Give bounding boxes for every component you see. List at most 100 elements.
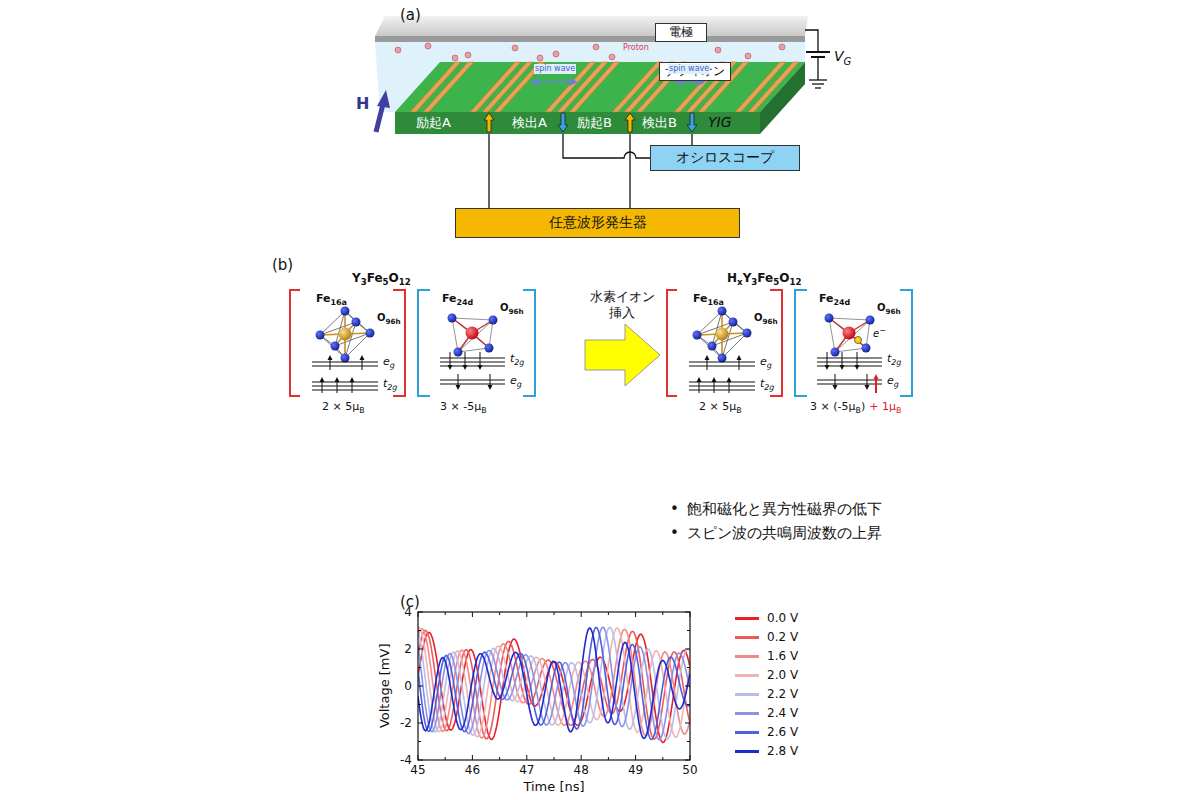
label-text: V bbox=[834, 48, 844, 64]
label-text: 96h bbox=[886, 307, 901, 316]
labeled-box: オシロスコープ bbox=[650, 145, 800, 171]
text-label: 50 bbox=[682, 763, 697, 777]
label-text: 16a bbox=[331, 298, 347, 307]
label-text: 45 bbox=[410, 763, 425, 777]
text-label: eg bbox=[510, 374, 522, 390]
text-label: t2g bbox=[510, 352, 524, 368]
legend-row: 2.8 V bbox=[735, 744, 798, 758]
legend-text: 2.0 V bbox=[767, 668, 798, 682]
label-text: t bbox=[887, 352, 891, 365]
legend-swatch bbox=[735, 693, 759, 696]
label-text: B bbox=[896, 406, 901, 415]
antenna-stripe bbox=[569, 62, 620, 112]
text-label: 2 × 5μB bbox=[322, 400, 365, 416]
proton-dot bbox=[745, 53, 751, 59]
label-text: 49 bbox=[628, 763, 643, 777]
text-label: 励起B bbox=[577, 115, 612, 131]
label-text: Y bbox=[352, 271, 361, 285]
label-text: Fe bbox=[757, 271, 773, 285]
port-arrows bbox=[484, 113, 697, 132]
text-label: t2g bbox=[760, 377, 774, 393]
label-text: x bbox=[737, 277, 743, 287]
label-text: g bbox=[390, 361, 395, 370]
legend-row: 0.2 V bbox=[735, 630, 798, 644]
label-text: Fe bbox=[367, 271, 383, 285]
label-text: O bbox=[377, 312, 386, 323]
label-text: 飽和磁化と異方性磁界の低下 bbox=[687, 500, 882, 518]
label-text: t bbox=[510, 352, 514, 365]
label-text: 12 bbox=[399, 277, 411, 287]
legend-row: 1.6 V bbox=[735, 649, 798, 663]
legend-swatch bbox=[735, 655, 759, 658]
label-text: (a) bbox=[400, 6, 421, 24]
text-label: t2g bbox=[887, 352, 901, 368]
protons bbox=[395, 43, 785, 61]
labeled-box: 電極 bbox=[655, 23, 707, 42]
label-text: 2g bbox=[764, 383, 774, 392]
text-label: (a) bbox=[400, 6, 421, 24]
label-text: 96h bbox=[509, 307, 524, 316]
text-label: Fe24d bbox=[442, 292, 473, 308]
label-text: 12 bbox=[789, 277, 801, 287]
label-text: B bbox=[736, 406, 741, 415]
label-text: • bbox=[670, 500, 679, 518]
antenna-stripe bbox=[748, 62, 799, 112]
legend-text: 0.2 V bbox=[767, 630, 798, 644]
label-text: spin wave bbox=[669, 64, 709, 73]
legend-swatch bbox=[735, 674, 759, 677]
label-text: 24d bbox=[457, 298, 474, 307]
label-text: 励起A bbox=[416, 115, 451, 130]
text-label: O96h bbox=[754, 312, 778, 327]
label-text: -2 bbox=[400, 716, 412, 730]
label-text: O bbox=[389, 271, 399, 285]
label-text: g bbox=[894, 380, 899, 389]
label-text: g bbox=[767, 361, 772, 370]
legend-swatch bbox=[735, 750, 759, 753]
proton-dot bbox=[609, 54, 615, 60]
text-label: t2g bbox=[383, 377, 397, 393]
text-label: eg bbox=[887, 374, 899, 390]
label-text: 46 bbox=[465, 763, 480, 777]
label-text: e bbox=[887, 374, 894, 387]
text-label: 3 × -5μB bbox=[440, 400, 487, 416]
text-label: HxY3Fe5O12 bbox=[727, 271, 801, 288]
text-label: 49 bbox=[628, 763, 643, 777]
label-text: H bbox=[727, 271, 737, 285]
text-label: 検出A bbox=[512, 115, 547, 131]
label-text: 2 bbox=[404, 642, 412, 656]
label-text: • bbox=[670, 524, 679, 542]
label-text: G bbox=[844, 56, 852, 67]
legend-swatch bbox=[735, 731, 759, 734]
antenna-stripe bbox=[482, 62, 533, 112]
brackets bbox=[290, 290, 912, 396]
label-text: 50 bbox=[682, 763, 697, 777]
label-text: e bbox=[510, 374, 517, 387]
label-text: 3 bbox=[751, 277, 757, 287]
label-text: Fe bbox=[819, 292, 834, 305]
label-text: 2g bbox=[387, 383, 397, 392]
text-label: Y3Fe5O12 bbox=[352, 271, 411, 288]
text-label: spin wave bbox=[668, 64, 710, 74]
electrode-plate bbox=[375, 16, 808, 36]
label-text: O bbox=[877, 302, 886, 313]
waveform-chart bbox=[418, 612, 690, 760]
box-label: 任意波形発生器 bbox=[549, 214, 647, 232]
label-text: Fe bbox=[442, 292, 457, 305]
legend-swatch bbox=[735, 712, 759, 715]
label-text: B bbox=[855, 406, 860, 415]
proton-dot bbox=[452, 55, 458, 61]
text-label: Proton bbox=[622, 43, 650, 53]
label-text: -4 bbox=[400, 753, 412, 767]
box-label: 電極 bbox=[669, 24, 693, 41]
text-label: Fe24d bbox=[819, 292, 850, 308]
text-label: spin wave bbox=[534, 64, 576, 74]
text-label: Fe16a bbox=[316, 292, 347, 308]
label-text: g bbox=[517, 380, 522, 389]
legend-text: 2.8 V bbox=[767, 744, 798, 758]
legend-swatch bbox=[735, 636, 759, 639]
label-text: H bbox=[356, 94, 369, 113]
legend-text: 2.6 V bbox=[767, 725, 798, 739]
process-arrow bbox=[585, 324, 660, 386]
text-label: 検出B bbox=[642, 115, 677, 131]
label-text: 2 × 5μ bbox=[322, 400, 359, 413]
